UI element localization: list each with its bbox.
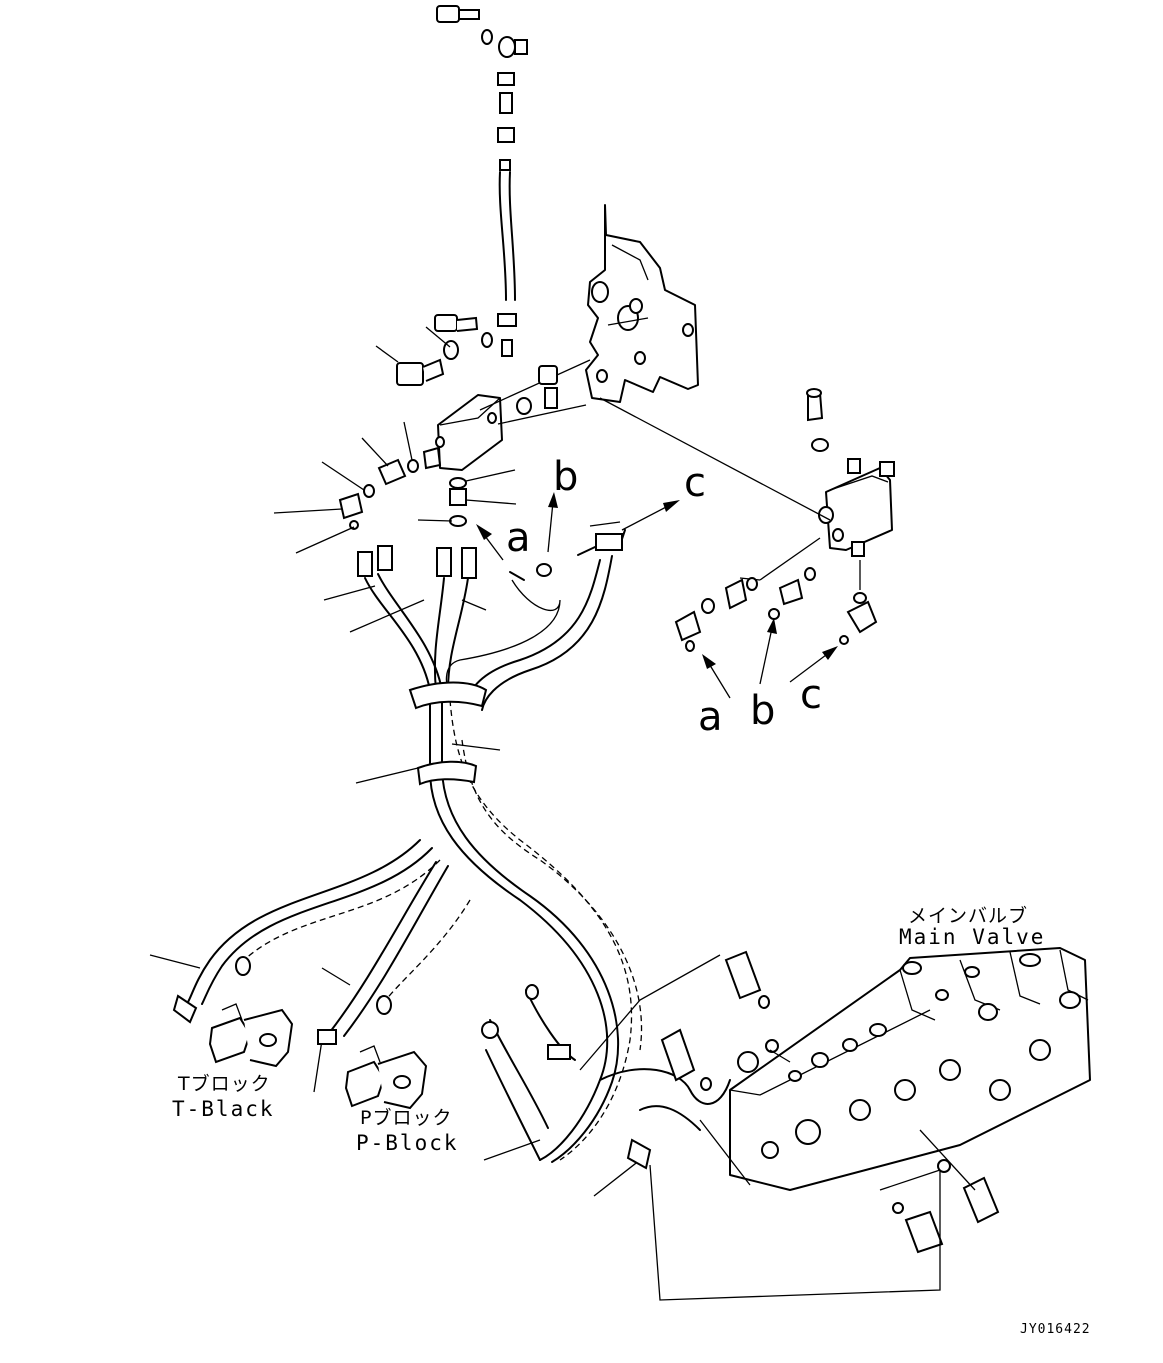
hose-bundle (172, 529, 731, 1170)
callout-a-top: a (506, 515, 531, 561)
main-valve-ports (737, 953, 1081, 1159)
control-rod-assembly (436, 5, 528, 357)
pilot-valve-left (338, 314, 591, 530)
callout-b-bottom: b (750, 688, 775, 734)
p-block-label-en: P-Block (356, 1131, 459, 1155)
t-block (208, 1003, 294, 1068)
main-valve-label-en: Main Valve (899, 925, 1045, 949)
callout-arrows-left (476, 492, 680, 561)
main-valve-label-jp: メインバルブ (908, 904, 1028, 927)
callout-c-top: c (684, 460, 706, 506)
p-block-label-jp: Pブロック (360, 1106, 452, 1129)
callout-c-bottom: c (800, 672, 822, 718)
callout-a-bottom: a (698, 694, 723, 740)
callout-arrows-right (702, 618, 838, 699)
callout-b-top: b (553, 454, 578, 500)
t-block-label-jp: Tブロック (177, 1072, 271, 1095)
control-valve-right (589, 388, 895, 652)
t-block-label-en: T-Black (172, 1097, 275, 1121)
upper-bracket (585, 204, 699, 403)
main-valve-fittings (579, 950, 1000, 1301)
leader-lines-left (149, 326, 641, 1197)
p-block (344, 1045, 428, 1110)
drawing-code: JY016422 (1020, 1322, 1091, 1337)
main-valve (729, 947, 1091, 1191)
